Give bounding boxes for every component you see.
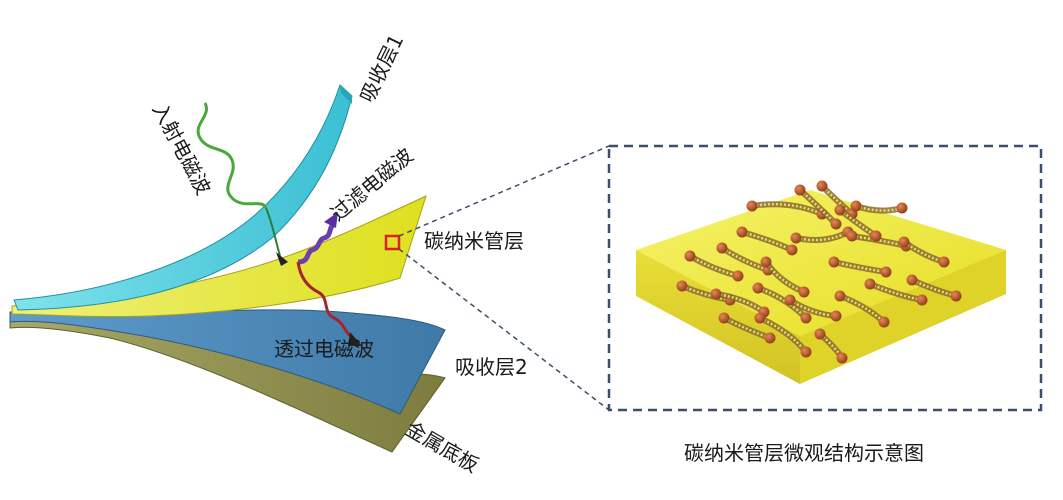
nanotube-cap [754, 312, 766, 324]
cnt-slab [636, 190, 1006, 384]
nanotube-cap [800, 346, 812, 358]
nanotube-cap [684, 250, 696, 262]
nanotube-cap [896, 202, 908, 214]
nanotube-cap [830, 310, 842, 322]
highlight-square [384, 234, 401, 251]
nanotube-cap [676, 280, 688, 292]
green-wavy-arrow-icon [196, 102, 268, 209]
nanotube-cap [710, 288, 722, 300]
nanotube-cap [798, 286, 810, 298]
nanotube-cap [878, 316, 890, 328]
nanotube-cap [828, 256, 840, 268]
nanotube-cap [834, 290, 846, 302]
label-cnt-layer: 碳纳米管层 [424, 229, 524, 253]
nanotube-cap [938, 256, 950, 268]
nanotube-network [676, 180, 962, 364]
nanotube-cap [846, 230, 858, 242]
nanotube-cap [736, 226, 748, 238]
micro-caption: 碳纳米管层微观结构示意图 [684, 441, 924, 465]
nanotube-wall [751, 202, 823, 216]
nanotube-cap [898, 236, 910, 248]
connector-top [398, 145, 610, 237]
nanotube-cap [950, 290, 962, 302]
nanotube-cap [732, 270, 744, 282]
nanotube-cap [834, 204, 846, 216]
nanotube-cap [906, 274, 918, 286]
nanotube-cap [784, 294, 796, 306]
nanotube-cap [864, 278, 876, 290]
layer-stack [9, 84, 446, 453]
nanotube-cap [790, 232, 802, 244]
nanotube-cap [880, 266, 892, 278]
nanotube-cap [786, 244, 798, 256]
nanotube-cap [916, 294, 928, 306]
nanotube-cap [716, 242, 728, 254]
nanotube-cap [850, 200, 862, 212]
nanotube-cap [746, 200, 758, 212]
purple-wavy-arrow-icon [297, 221, 336, 265]
label-absorber2: 吸收层2 [455, 355, 528, 379]
nanotube-cap [794, 184, 806, 196]
label-metal-base: 金属底板 [402, 417, 483, 478]
nanotube-cap [800, 312, 812, 324]
nanotube-cap [816, 180, 828, 192]
nanotube-cap [830, 218, 842, 230]
red-wavy-arrow-icon [296, 261, 355, 340]
nanotube-cap [764, 332, 776, 344]
nanotube-cap [870, 230, 882, 242]
nanotube-cap [752, 282, 764, 294]
connector-bottom [398, 248, 610, 411]
label-transmitted-wave: 透过电磁波 [274, 337, 374, 361]
nanotube-cap [836, 352, 848, 364]
nanotube-cap [718, 312, 730, 324]
label-absorber1: 吸收层1 [355, 30, 408, 106]
nanotube-cap [760, 256, 772, 268]
nanotube-cap [814, 328, 826, 340]
